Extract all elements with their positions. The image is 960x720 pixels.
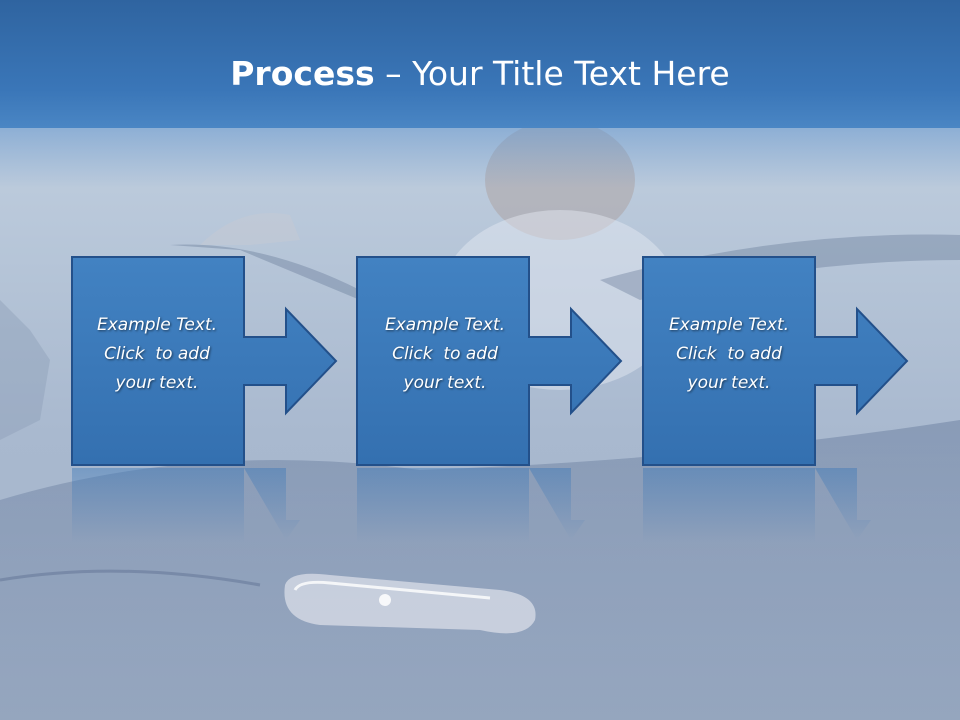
step-1-text[interactable]: Example Text. Click to add your text. [71,311,243,398]
step-2-arrow[interactable] [356,256,623,466]
step-3-line-2: Click to add [676,344,782,364]
step-1-line-1: Example Text. [96,315,218,335]
step-2-line-2: Click to add [392,344,498,364]
step-3-reflection [643,468,871,543]
title-bar [0,0,960,128]
step-3-text[interactable]: Example Text. Click to add your text. [643,311,815,398]
slide-title-rest: – Your Title Text Here [374,54,730,93]
step-1-arrow[interactable] [71,256,338,466]
step-2-line-3: your text. [403,373,487,393]
step-1-line-3: your text. [115,373,199,393]
slide-title-bold: Process [230,54,375,93]
step-2-reflection [357,468,585,543]
step-3-line-3: your text. [687,373,771,393]
step-1-reflection [72,468,300,543]
slide-title[interactable]: Process – Your Title Text Here [0,52,960,96]
title-bar-fade [0,128,960,188]
step-3-line-1: Example Text. [668,315,790,335]
step-1-line-2: Click to add [104,344,210,364]
step-3-arrow[interactable] [642,256,909,466]
step-2-line-1: Example Text. [384,315,506,335]
step-2-text[interactable]: Example Text. Click to add your text. [359,311,531,398]
